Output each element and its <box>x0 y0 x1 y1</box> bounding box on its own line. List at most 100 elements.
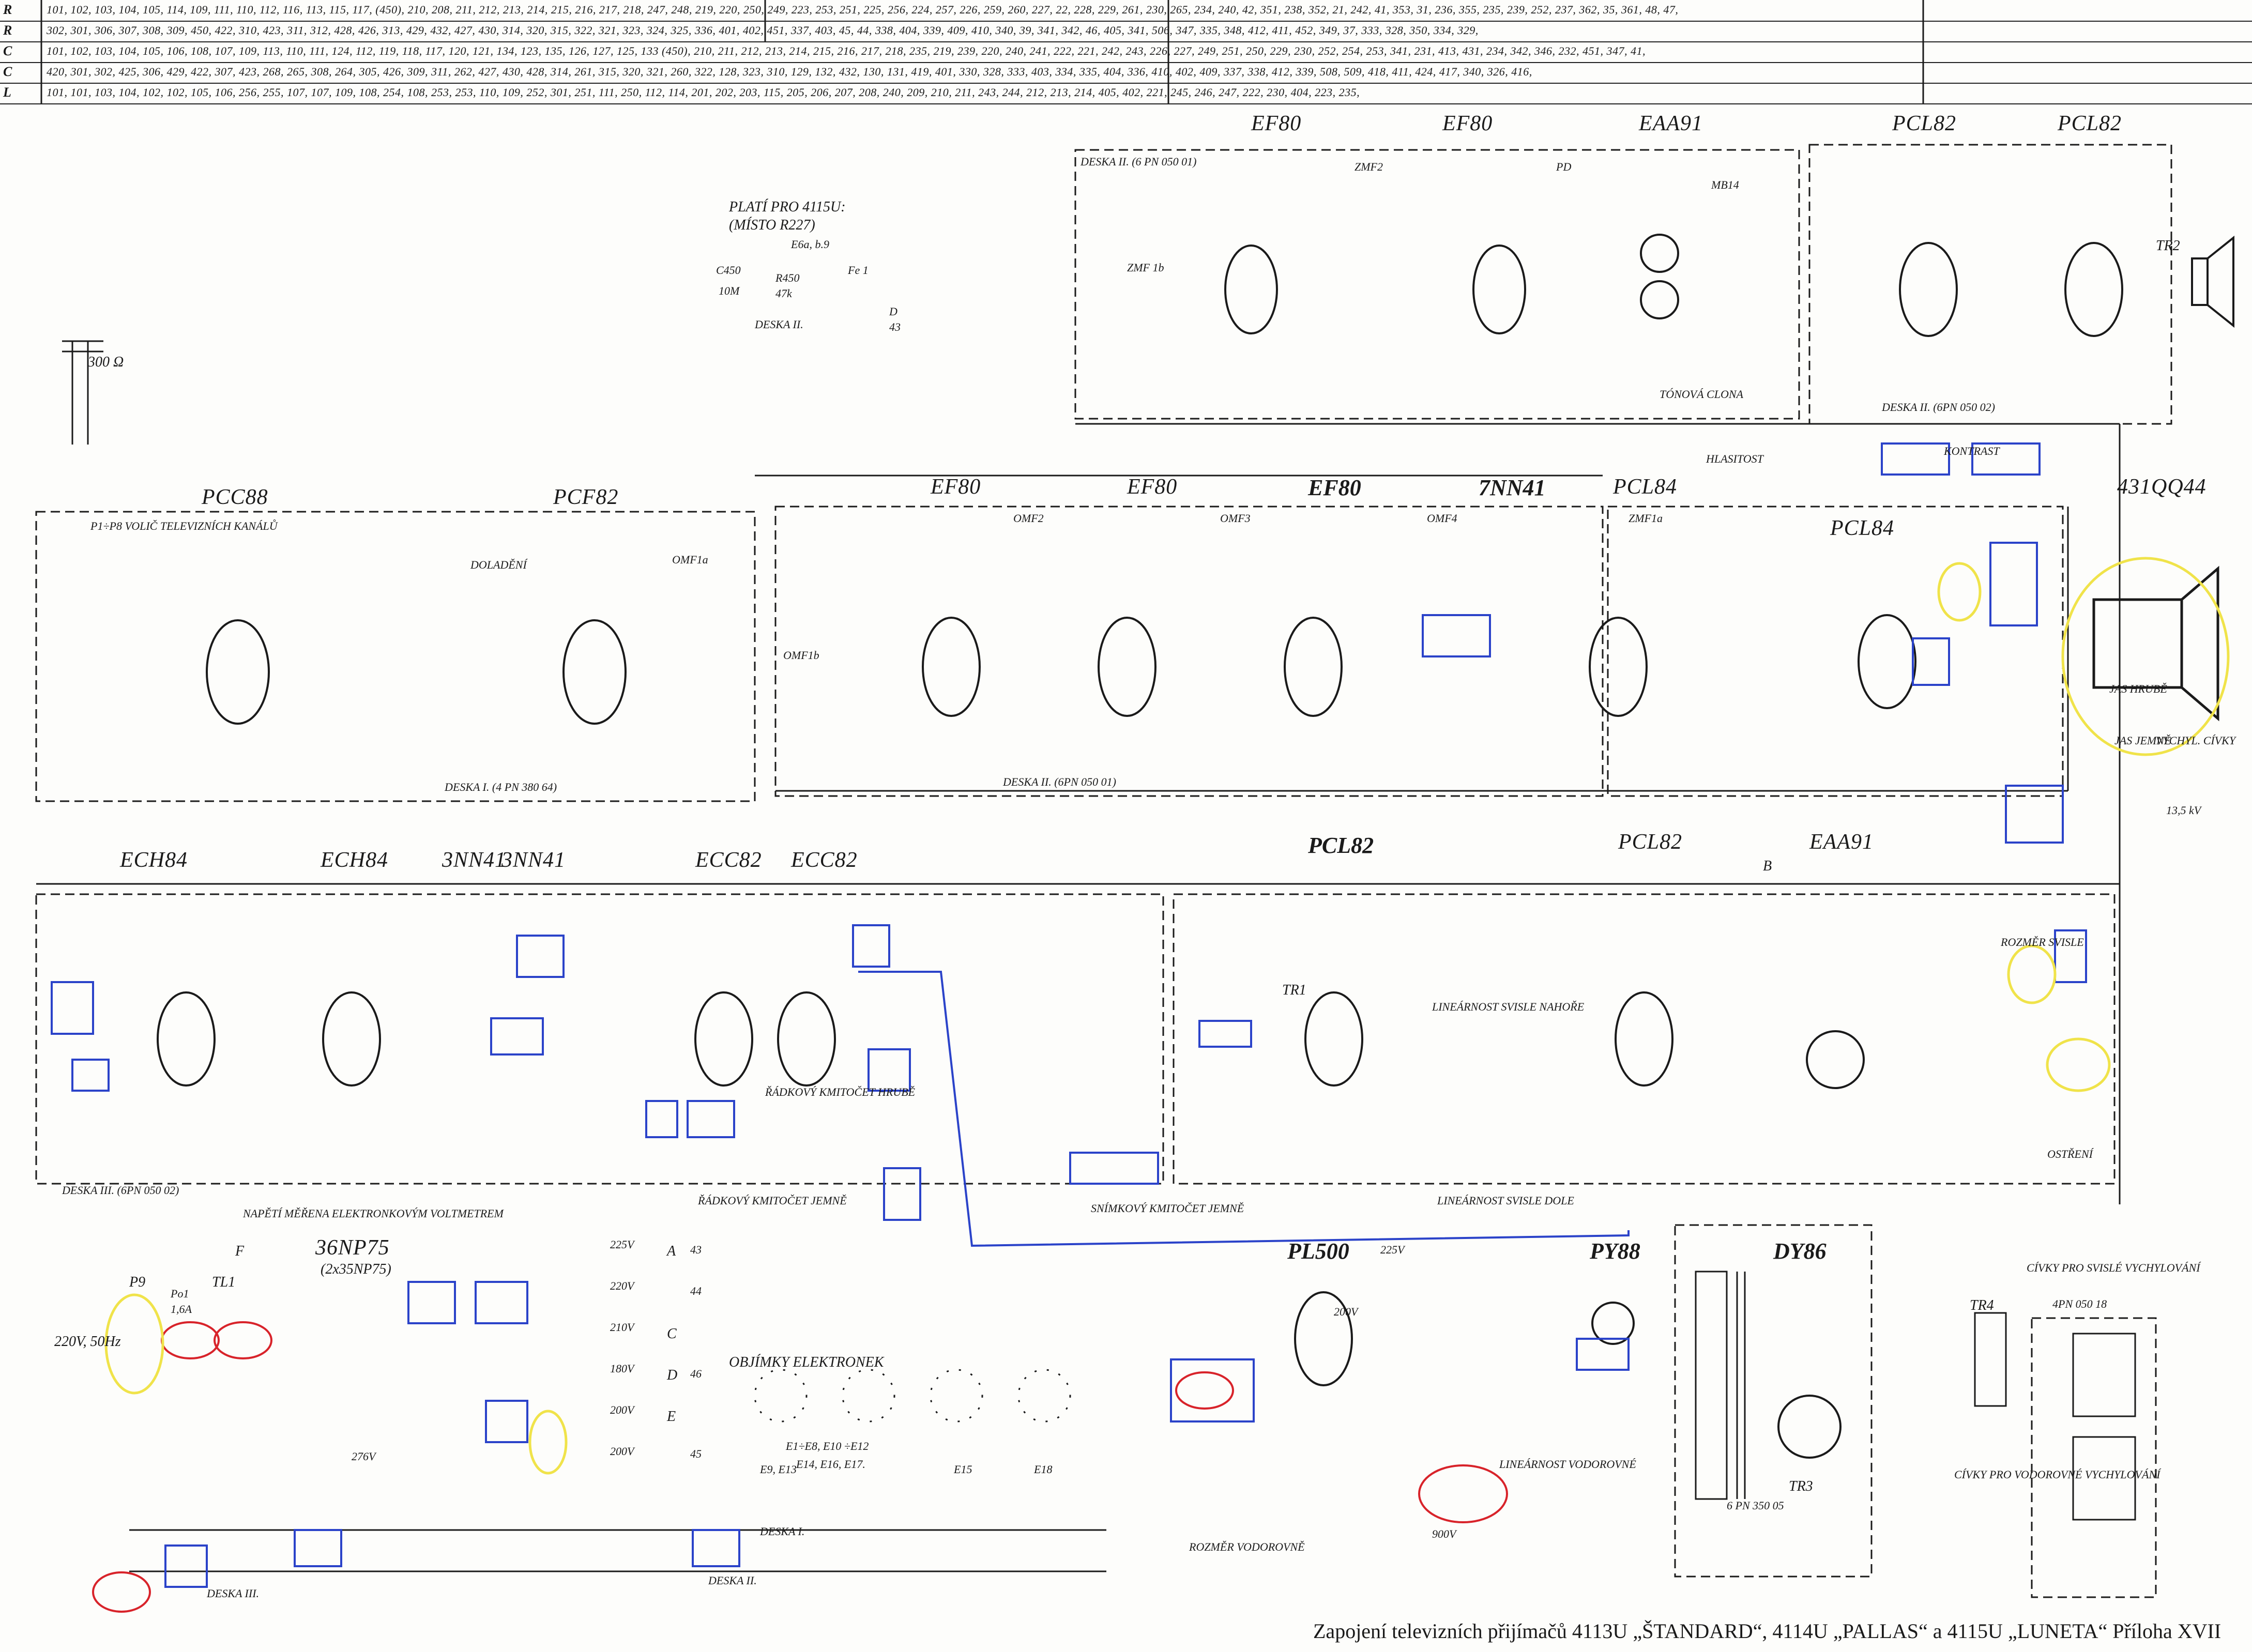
label-deska-ii-bot: DESKA II. <box>708 1574 757 1587</box>
label-lin-nahore: LINEÁRNOST SVISLE NAHOŘE <box>1432 1000 1585 1013</box>
voltage-900v: 900V <box>1432 1527 1456 1540</box>
tube-pcl82-m: PCL82 <box>1308 833 1374 858</box>
voltage-200v: 200V <box>610 1403 634 1416</box>
label-e18: E18 <box>1034 1463 1053 1476</box>
label-pd: PD <box>1556 160 1572 173</box>
label-kv: 13,5 kV <box>2166 804 2201 817</box>
tube-7nn41: 7NN41 <box>1479 475 1546 500</box>
label-omf4: OMF4 <box>1427 512 1457 525</box>
label-po1-value: 1,6A <box>171 1303 192 1316</box>
terminal-b: B <box>1763 858 1772 874</box>
label-deska-i: DESKA I. (4 PN 380 64) <box>445 781 557 793</box>
label-vychyl: VYCHYL. CÍVKY <box>2156 734 2236 747</box>
terminal-a: A <box>667 1243 676 1259</box>
label-omf3: OMF3 <box>1220 512 1251 525</box>
tube-dy86: DY86 <box>1773 1238 1827 1264</box>
label-tl1: TL1 <box>212 1274 236 1290</box>
label-tr3: TR3 <box>1789 1478 1813 1494</box>
label-deska-iii-b: DESKA III. <box>207 1587 260 1600</box>
tube-ef80-c: EF80 <box>931 475 981 499</box>
terminal-e: E <box>667 1409 676 1425</box>
label-jas-hrube: JAS HRUBĚ <box>2109 682 2167 695</box>
label-deska-top2: DESKA II. (6PN 050 02) <box>1882 401 1995 414</box>
tube-pcl82-m2: PCL82 <box>1618 830 1683 854</box>
label-mb14: MB14 <box>1711 178 1739 191</box>
label-tr4: TR4 <box>1970 1297 1994 1313</box>
label-4pn: 4PN 050 18 <box>2052 1297 2107 1310</box>
tube-eaa91-m: EAA91 <box>1809 830 1874 854</box>
label-jas-jemne: JAS JEMNĚ <box>2114 734 2171 747</box>
label-omf2: OMF2 <box>1013 512 1044 525</box>
label-r450: R450 <box>775 271 800 284</box>
label-lin-vodo: LINEÁRNOST VODOROVNÉ <box>1499 1458 1636 1471</box>
tube-pcl84-b: PCL84 <box>1830 516 1895 540</box>
label-d: D <box>889 305 897 318</box>
tube-pl500: PL500 <box>1287 1238 1349 1264</box>
terminal-c: C <box>667 1326 677 1342</box>
label-deska-iii: DESKA III. (6PN 050 02) <box>62 1184 179 1197</box>
label-civky-svisle: CÍVKY PRO SVISLÉ VYCHYLOVÁNÍ <box>2027 1261 2200 1274</box>
label-r450-value: 47k <box>775 287 792 300</box>
label-radkovy-jemne: ŘÁDKOVÝ KMITOČET JEMNĚ <box>698 1194 847 1207</box>
terminal-f: F <box>235 1243 245 1259</box>
tube-pcl82-a: PCL82 <box>1892 112 1957 135</box>
voltage-180v: 180V <box>610 1362 634 1375</box>
label-deska-i-bot: DESKA I. <box>760 1525 805 1538</box>
label-43: 43 <box>889 320 901 333</box>
tube-3nn41-a: 3NN41 <box>442 848 507 872</box>
label-tr2: TR2 <box>2156 238 2180 254</box>
label-napeti: NAPĚTÍ MĚŘENA ELEKTRONKOVÝM VOLTMETREM <box>243 1207 504 1220</box>
tube-3nn41-b: 3NN41 <box>501 848 566 872</box>
label-pn35005: 6 PN 350 05 <box>1727 1499 1784 1512</box>
label-rozmer-svisle: ROZMĚR SVISLE <box>2001 936 2084 949</box>
tube-ef80-a: EF80 <box>1251 112 1302 135</box>
label-tonova: TÓNOVÁ CLONA <box>1660 388 1743 401</box>
tube-pcl82-b: PCL82 <box>2058 112 2122 135</box>
node-46: 46 <box>690 1367 702 1380</box>
tube-36np75: 36NP75 <box>315 1236 390 1260</box>
label-e1e8: E1÷E8, E10 ÷E12 <box>786 1440 869 1452</box>
label-c450: C450 <box>716 264 741 277</box>
label-misto: (MÍSTO R227) <box>729 217 815 233</box>
tube-pcl84-a: PCL84 <box>1613 475 1678 499</box>
tube-ef80-d: EF80 <box>1127 475 1178 499</box>
label-omf1b: OMF1b <box>783 649 819 662</box>
label-zmf1b: ZMF 1b <box>1127 261 1164 274</box>
node-45: 45 <box>690 1447 702 1460</box>
voltage-276v: 276V <box>352 1450 376 1463</box>
label-kontrast: KONTRAST <box>1944 445 2000 457</box>
label-deska-top: DESKA II. (6 PN 050 01) <box>1081 155 1197 168</box>
tube-ech84-b: ECH84 <box>321 848 388 872</box>
label-objimky: OBJÍMKY ELEKTRONEK <box>729 1354 884 1370</box>
voltage-225v: 225V <box>610 1238 634 1251</box>
label-omf1a: OMF1a <box>672 553 708 566</box>
voltage-200v-b: 200V <box>610 1445 634 1458</box>
tube-35np75: (2x35NP75) <box>321 1261 391 1277</box>
node-43: 43 <box>690 1243 702 1256</box>
tube-crt: 431QQ44 <box>2117 475 2207 499</box>
label-zmf1a: ZMF1a <box>1629 512 1663 525</box>
label-deska-ii-b: DESKA II. (6PN 050 01) <box>1003 775 1116 788</box>
label-e9e13: E9, E13 <box>760 1463 797 1476</box>
terminal-d: D <box>667 1367 678 1383</box>
label-lin-dole: LINEÁRNOST SVISLE DOLE <box>1437 1194 1574 1207</box>
node-44: 44 <box>690 1284 702 1297</box>
label-snimkovy: SNÍMKOVÝ KMITOČET JEMNĚ <box>1091 1202 1244 1215</box>
voltage-210v: 210V <box>610 1321 634 1334</box>
label-tr1: TR1 <box>1282 982 1306 998</box>
label-rozmer-vodo: ROZMĚR VODOROVNĚ <box>1189 1540 1305 1553</box>
voltage-200v-c: 200V <box>1334 1305 1358 1318</box>
label-ostreni: OSTŘENÍ <box>2047 1148 2093 1160</box>
label-c450-value: 10M <box>719 284 740 297</box>
label-fe1: Fe 1 <box>848 264 869 277</box>
tube-pcf82: PCF82 <box>553 485 619 509</box>
label-zmf2: ZMF2 <box>1355 160 1383 173</box>
label-hlasitost: HLASITOST <box>1706 452 1763 465</box>
label-e14e16: E14, E16, E17. <box>796 1458 865 1471</box>
